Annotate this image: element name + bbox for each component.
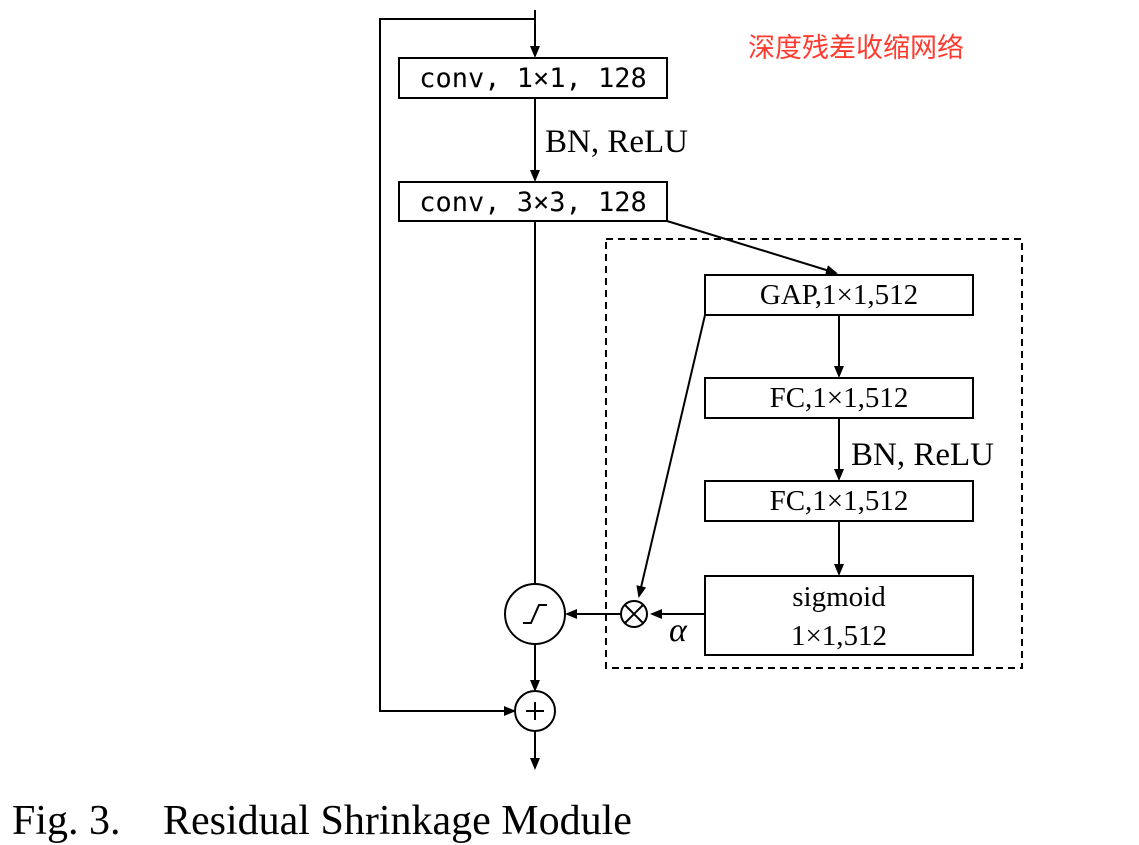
sigmoid-box bbox=[704, 575, 974, 656]
bn-relu-label-1: BN, ReLU bbox=[545, 124, 688, 160]
fc2-box bbox=[704, 480, 974, 522]
fc2-label: FC,1×1,512 bbox=[770, 485, 909, 517]
conv-1x1-box bbox=[398, 57, 668, 99]
shrinkage-symbol-icon bbox=[523, 604, 547, 624]
attention-module-border bbox=[605, 238, 1023, 669]
figure-title: Residual Shrinkage Module bbox=[163, 798, 632, 844]
fc1-label: FC,1×1,512 bbox=[770, 382, 909, 414]
chinese-note: 深度残差收缩网络 bbox=[748, 33, 964, 64]
gap-label: GAP,1×1,512 bbox=[760, 279, 918, 311]
conv-1x1-label: conv, 1×1, 128 bbox=[419, 63, 647, 94]
conv-3x3-label: conv, 3×3, 128 bbox=[419, 187, 647, 218]
skip-connection-line bbox=[379, 18, 535, 716]
gap-to-multiply-arrow bbox=[636, 314, 706, 598]
multiply-cross-b bbox=[624, 604, 644, 624]
alpha-label: α bbox=[669, 612, 688, 649]
bn-relu-label-2: BN, ReLU bbox=[851, 437, 994, 473]
sigmoid-size-label: 1×1,512 bbox=[791, 620, 887, 652]
conv2-to-gap-arrow bbox=[666, 220, 838, 275]
figure-number: Fig. 3. bbox=[12, 798, 121, 844]
conv-3x3-box bbox=[398, 181, 668, 222]
sigmoid-label: sigmoid bbox=[792, 581, 886, 613]
